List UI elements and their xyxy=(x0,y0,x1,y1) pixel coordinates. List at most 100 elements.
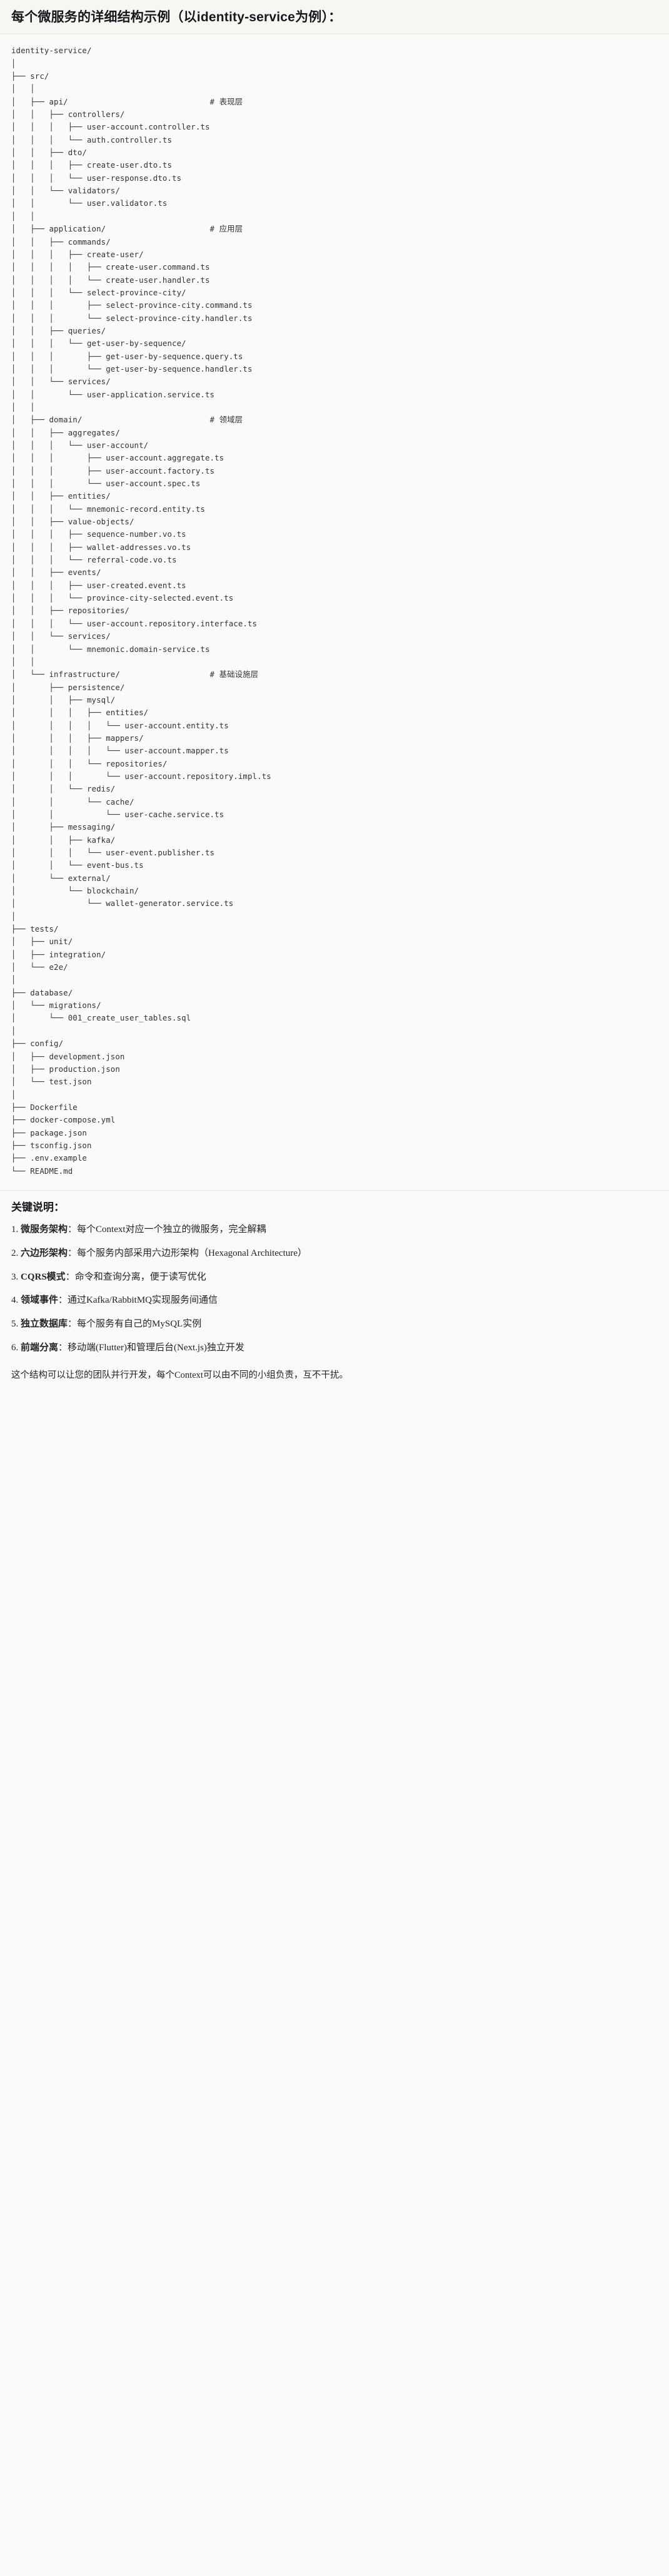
tree-line: │ │ │ └── user-account/ xyxy=(11,440,149,450)
tree-line-path: │ ├── api/ xyxy=(11,96,210,106)
tree-line: │ │ └── services/ xyxy=(11,377,111,387)
tree-line: │ │ │ ├── create-user/ xyxy=(11,249,144,259)
tree-line: │ ├── api/ # 表现层 xyxy=(11,97,243,106)
key-note-description: 每个服务内部采用六边形架构（Hexagonal Architecture） xyxy=(77,1248,307,1258)
tree-line: │ │ └── user.validator.ts xyxy=(11,198,168,208)
tree-line: │ │ └── redis/ xyxy=(11,784,116,794)
tree-line: │ └── migrations/ xyxy=(11,1000,101,1011)
tree-line: │ │ ├── dto/ xyxy=(11,148,87,158)
key-note-item: 2. 六边形架构：每个服务内部采用六边形架构（Hexagonal Archite… xyxy=(11,1247,658,1261)
key-note-term: 独立数据库 xyxy=(21,1319,68,1330)
tree-line: │ │ │ └── get-user-by-sequence/ xyxy=(11,339,186,349)
key-note-term: 领域事件 xyxy=(21,1295,59,1306)
key-note-separator: ： xyxy=(58,1295,68,1306)
tree-line: │ │ │ ├── mappers/ xyxy=(11,733,144,743)
tree-line: │ xyxy=(11,911,16,921)
tree-line: │ │ ├── mysql/ xyxy=(11,695,116,705)
tree-line-comment: # 基础设施层 xyxy=(209,669,259,680)
key-note-separator: ： xyxy=(68,1248,78,1258)
key-note-separator: ： xyxy=(58,1342,68,1353)
tree-line-comment: # 领域层 xyxy=(209,415,243,425)
tree-line: │ │ │ ├── sequence-number.vo.ts xyxy=(11,529,186,539)
tree-line: │ │ ├── queries/ xyxy=(11,325,106,335)
tree-line: │ │ │ └── user-account.repository.impl.t… xyxy=(11,771,271,781)
tree-line: │ xyxy=(11,58,16,68)
key-note-item: 1. 微服务架构：每个Context对应一个独立的微服务，完全解耦 xyxy=(11,1223,658,1237)
key-note-term: 微服务架构 xyxy=(21,1224,68,1235)
tree-line: ├── Dockerfile xyxy=(11,1102,78,1112)
tree-line: │ └── test.json xyxy=(11,1077,92,1087)
tree-line: │ └── wallet-generator.service.ts xyxy=(11,899,234,909)
tree-line: │ │ ├── repositories/ xyxy=(11,606,129,616)
tree-line: │ │ xyxy=(11,402,35,412)
key-note-item: 4. 领域事件：通过Kafka/RabbitMQ实现服务间通信 xyxy=(11,1294,658,1308)
tree-line: │ │ └── validators/ xyxy=(11,186,120,196)
tree-line: │ │ │ │ └── create-user.handler.ts xyxy=(11,275,210,285)
tree-line: │ │ │ └── repositories/ xyxy=(11,758,168,768)
tree-line: │ └── e2e/ xyxy=(11,962,68,972)
tree-line: │ │ │ ├── create-user.dto.ts xyxy=(11,160,173,170)
tree-line: │ │ │ └── select-province-city/ xyxy=(11,287,186,297)
key-note-item: 6. 前端分离：移动端(Flutter)和管理后台(Next.js)独立开发 xyxy=(11,1341,658,1355)
tree-line: │ ├── domain/ # 领域层 xyxy=(11,415,243,424)
key-note-description: 命令和查询分离，便于读写优化 xyxy=(74,1271,206,1282)
tree-line: │ │ │ ├── select-province-city.command.t… xyxy=(11,300,253,310)
tree-line: │ │ ├── kafka/ xyxy=(11,835,116,845)
tree-line: ├── database/ xyxy=(11,987,73,997)
tree-line: │ │ │ └── user-account.repository.interf… xyxy=(11,618,258,628)
tree-line: │ ├── messaging/ xyxy=(11,822,116,832)
key-note-number: 1. xyxy=(11,1224,21,1235)
key-note-term: 六边形架构 xyxy=(21,1248,68,1258)
key-note-number: 3. xyxy=(11,1271,21,1282)
tree-line: │ │ │ ├── entities/ xyxy=(11,708,149,718)
tree-line: │ │ ├── value-objects/ xyxy=(11,517,134,527)
key-note-separator: ： xyxy=(65,1271,75,1282)
tree-line: │ │ │ │ └── user-account.mapper.ts xyxy=(11,746,229,756)
directory-tree-block: identity-service/ │ ├── src/ │ │ │ ├── a… xyxy=(0,34,669,1189)
tree-line: │ ├── integration/ xyxy=(11,949,106,959)
tree-line: │ │ │ │ └── user-account.entity.ts xyxy=(11,720,229,730)
tree-line: │ │ │ └── referral-code.vo.ts xyxy=(11,555,177,565)
tree-line: │ │ │ └── get-user-by-sequence.handler.t… xyxy=(11,364,253,374)
tree-line: │ ├── application/ # 应用层 xyxy=(11,224,243,233)
tree-line: │ │ │ ├── user-account.factory.ts xyxy=(11,466,215,476)
closing-paragraph: 这个结构可以让您的团队并行开发，每个Context可以由不同的小组负责，互不干扰… xyxy=(11,1370,348,1380)
tree-line: │ │ │ └── user-event.publisher.ts xyxy=(11,848,215,857)
document-page: 每个微服务的详细结构示例（以identity-service为例）： ident… xyxy=(0,0,669,1395)
tree-line: │ │ │ ├── user-account.controller.ts xyxy=(11,122,210,132)
tree-line: │ │ xyxy=(11,211,35,221)
tree-line: │ └── 001_create_user_tables.sql xyxy=(11,1013,191,1023)
tree-line: │ │ └── user-cache.service.ts xyxy=(11,809,224,819)
tree-line: │ ├── unit/ xyxy=(11,937,73,947)
key-note-separator: ： xyxy=(68,1224,78,1235)
tree-line: │ │ │ ├── wallet-addresses.vo.ts xyxy=(11,542,191,552)
key-notes-heading: 关键说明： xyxy=(11,1201,64,1213)
tree-line: │ │ ├── entities/ xyxy=(11,491,111,501)
tree-line: ├── tsconfig.json xyxy=(11,1140,92,1150)
tree-line: │ ├── production.json xyxy=(11,1064,120,1074)
tree-line: │ │ └── cache/ xyxy=(11,797,134,807)
key-note-description: 每个Context对应一个独立的微服务，完全解耦 xyxy=(77,1224,266,1235)
document-header: 每个微服务的详细结构示例（以identity-service为例）： xyxy=(0,0,669,35)
tree-line: │ │ │ │ ├── create-user.command.ts xyxy=(11,262,210,272)
tree-line: │ │ │ └── mnemonic-record.entity.ts xyxy=(11,504,205,514)
tree-line: │ │ │ ├── user-created.event.ts xyxy=(11,580,186,590)
tree-line: │ │ │ └── user-response.dto.ts xyxy=(11,173,182,183)
tree-line: │ │ └── mnemonic.domain-service.ts xyxy=(11,644,210,654)
tree-line: ├── .env.example xyxy=(11,1153,87,1163)
tree-line: │ │ │ └── user-account.spec.ts xyxy=(11,479,201,489)
tree-line: │ │ ├── commands/ xyxy=(11,237,111,247)
directory-tree: identity-service/ │ ├── src/ │ │ │ ├── a… xyxy=(11,44,658,1178)
tree-line: │ │ xyxy=(11,84,35,94)
key-note-description: 通过Kafka/RabbitMQ实现服务间通信 xyxy=(68,1295,218,1306)
tree-line: │ xyxy=(11,975,16,985)
tree-line: identity-service/ xyxy=(11,46,92,56)
tree-line: │ xyxy=(11,1026,16,1036)
key-note-item: 3. CQRS模式：命令和查询分离，便于读写优化 xyxy=(11,1271,658,1285)
tree-line: │ ├── development.json xyxy=(11,1051,125,1061)
tree-line: ├── package.json xyxy=(11,1128,87,1138)
tree-line: │ │ │ └── auth.controller.ts xyxy=(11,135,173,145)
key-note-number: 6. xyxy=(11,1342,21,1353)
